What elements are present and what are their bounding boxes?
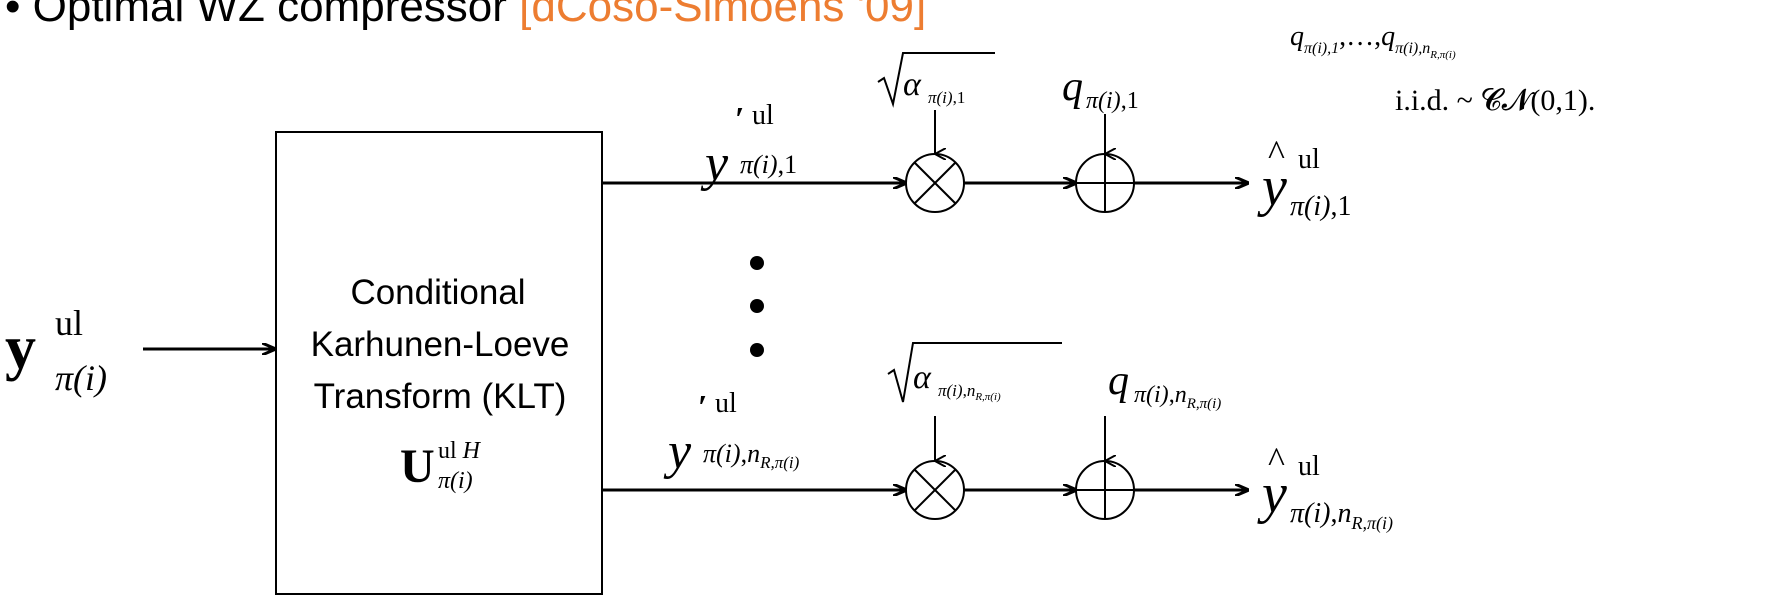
branch-n-coeff-label: y ′ ul π(i),nR,π(i) xyxy=(663,388,800,480)
klt-block xyxy=(275,131,603,595)
bullet-icon: • xyxy=(5,0,21,31)
branch-n: y ′ ul π(i),nR,π(i) α π(i),nR,π(i) q π(i… xyxy=(602,342,1393,534)
klt-line1: Conditional xyxy=(350,273,525,312)
branch-1-gain-label: α π(i),1 xyxy=(877,52,995,108)
branch-n-output-label: y ^ ul π(i),nR,π(i) xyxy=(1257,440,1393,534)
klt-matrix-label: U ul H π(i) xyxy=(400,438,482,494)
branch-1-output-label: y ^ ul π(i),1 xyxy=(1257,133,1351,222)
svg-text:π(i): π(i) xyxy=(438,468,473,494)
svg-text:π(i),nR,π(i): π(i),nR,π(i) xyxy=(1134,382,1221,412)
input-signal-label: y ul π(i) xyxy=(5,303,107,398)
svg-text:y: y xyxy=(700,135,729,192)
svg-text:′: ′ xyxy=(735,101,745,138)
branch-n-gain-label: α π(i),nR,π(i) xyxy=(887,342,1062,403)
svg-text:ul: ul xyxy=(752,100,774,131)
svg-text:ul: ul xyxy=(715,388,737,419)
svg-text:y: y xyxy=(663,423,692,480)
citation: [dCoso-Simoens '09] xyxy=(519,0,927,31)
bullet-heading: • Optimal WZ compressor [dCoso-Simoens '… xyxy=(5,0,926,32)
noise-distribution: i.i.d. ~ 𝓒𝓝(0,1). xyxy=(1395,84,1595,117)
svg-text:y: y xyxy=(1257,463,1287,525)
svg-text:π(i),1: π(i),1 xyxy=(928,88,965,107)
svg-text:^: ^ xyxy=(1268,133,1285,173)
svg-text:π(i),1: π(i),1 xyxy=(740,150,797,179)
noise-note: qπ(i),1,…,qπ(i),nR,π(i) i.i.d. ~ 𝓒𝓝(0,1)… xyxy=(1290,21,1595,117)
svg-text:q: q xyxy=(1062,64,1083,110)
branch-1-noise-label: q π(i),1 xyxy=(1062,64,1139,114)
klt-line3: Transform (KLT) xyxy=(314,377,567,416)
svg-text:π(i),1: π(i),1 xyxy=(1290,191,1351,222)
svg-text:q: q xyxy=(1108,358,1129,404)
svg-text:^: ^ xyxy=(1268,440,1285,480)
svg-text:π(i): π(i) xyxy=(55,358,107,398)
svg-text:ul H: ul H xyxy=(438,438,482,464)
svg-text:π(i),nR,π(i): π(i),nR,π(i) xyxy=(938,381,1001,403)
svg-text:U: U xyxy=(400,440,435,493)
vertical-dots xyxy=(750,256,764,357)
svg-text:ul: ul xyxy=(1298,144,1320,175)
klt-line2: Karhunen-Loeve xyxy=(311,325,570,364)
noise-list: qπ(i),1,…,qπ(i),nR,π(i) xyxy=(1290,21,1456,61)
svg-text:y: y xyxy=(1257,156,1287,218)
svg-text:α: α xyxy=(913,359,932,396)
svg-text:y: y xyxy=(5,314,36,382)
branch-1: y ′ ul π(i),1 α π(i),1 q π(i),1 y ^ ul π… xyxy=(602,52,1351,222)
svg-text:′: ′ xyxy=(698,389,708,426)
branch-1-coeff-label: y ′ ul π(i),1 xyxy=(700,100,797,192)
svg-text:π(i),nR,π(i): π(i),nR,π(i) xyxy=(703,439,800,472)
svg-text:ul: ul xyxy=(1298,451,1320,482)
svg-text:π(i),1: π(i),1 xyxy=(1086,88,1139,114)
svg-text:ul: ul xyxy=(55,303,83,343)
branch-n-noise-label: q π(i),nR,π(i) xyxy=(1108,358,1221,412)
svg-text:π(i),nR,π(i): π(i),nR,π(i) xyxy=(1290,498,1393,534)
svg-text:α: α xyxy=(903,66,922,103)
heading-text: Optimal WZ compressor xyxy=(32,0,507,31)
